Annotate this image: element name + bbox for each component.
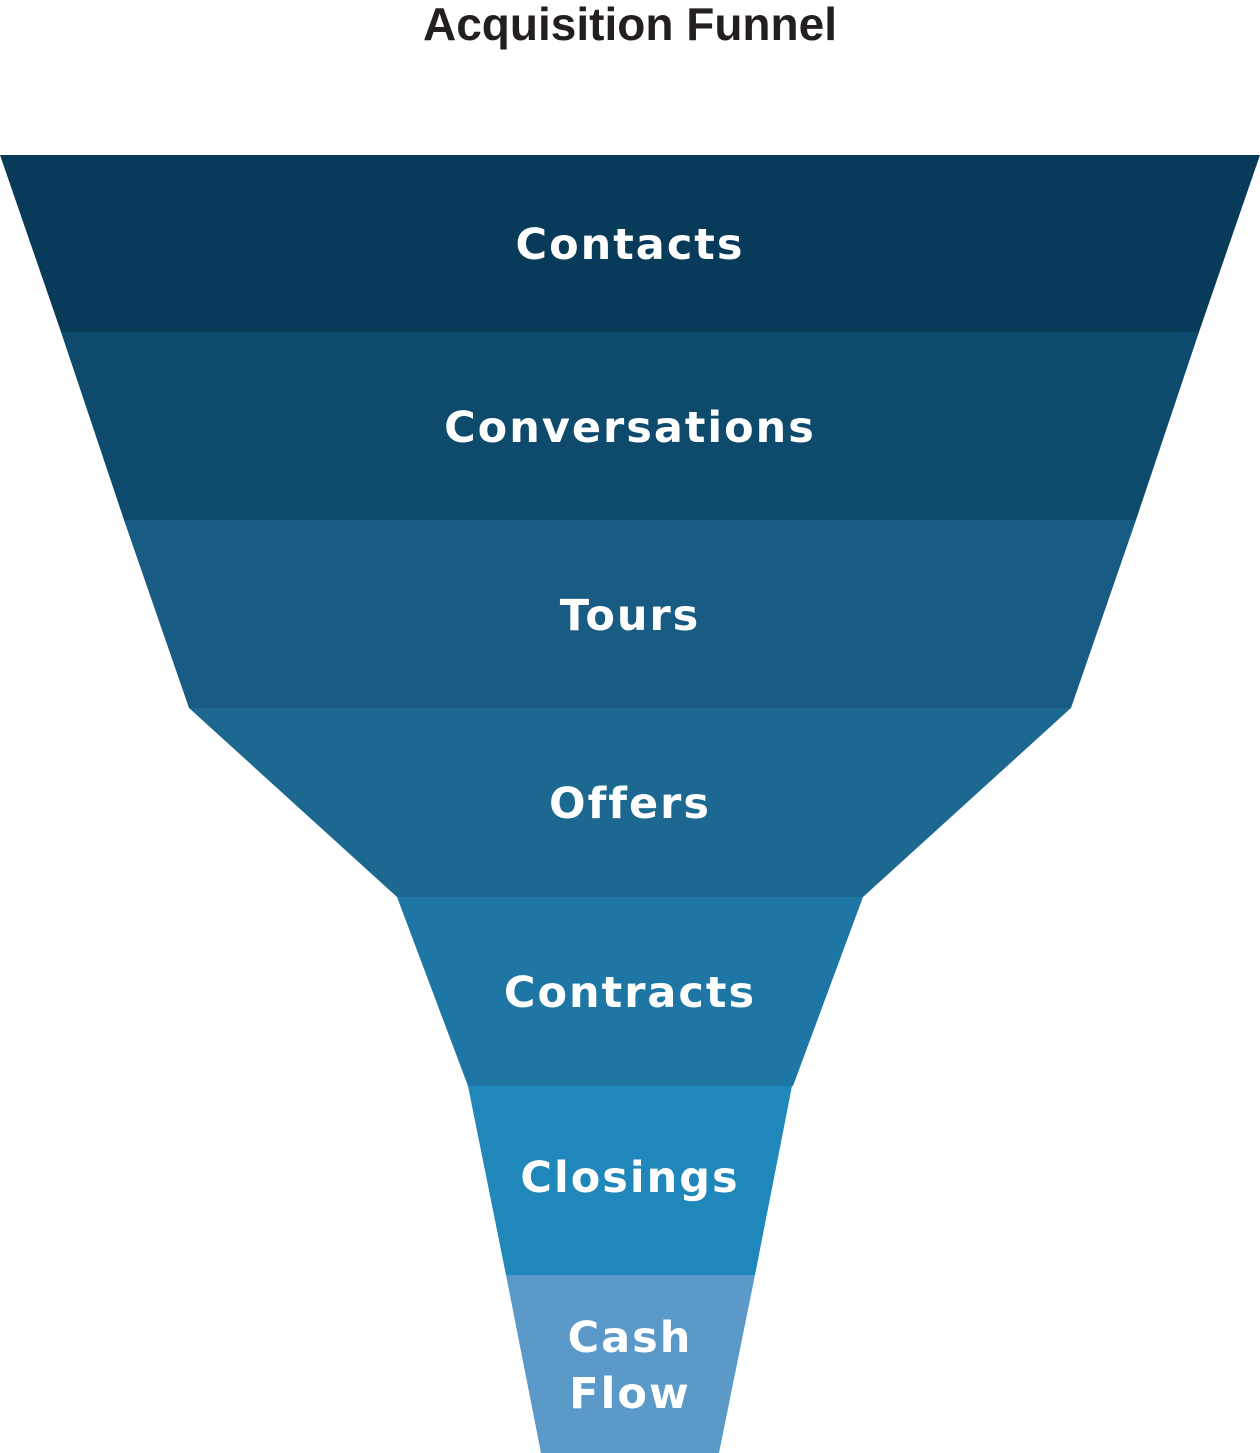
funnel-stage-offers xyxy=(189,708,1071,897)
funnel-stage-cash-flow xyxy=(506,1275,755,1453)
funnel-stage-label-conversations: Conversations xyxy=(444,403,816,453)
funnel-stage-label-closings: Closings xyxy=(520,1153,739,1203)
funnel-stage-label-offers: Offers xyxy=(549,779,711,829)
funnel-stage-label-cash: Cash xyxy=(568,1313,693,1363)
funnel-stage-closings xyxy=(468,1086,792,1275)
diagram-title: Acquisition Funnel xyxy=(423,0,837,50)
funnel-stage-conversations xyxy=(61,332,1199,520)
funnel-stage-label-tours: Tours xyxy=(560,591,701,641)
funnel-stage-contracts xyxy=(397,897,863,1086)
funnel-stage-label-contacts: Contacts xyxy=(516,220,745,270)
funnel-stage-label-contracts: Contracts xyxy=(504,968,756,1018)
funnel-stage-contacts xyxy=(0,155,1260,332)
funnel-stage-tours xyxy=(124,520,1136,708)
funnel-stage-label-flow: Flow xyxy=(569,1369,690,1419)
